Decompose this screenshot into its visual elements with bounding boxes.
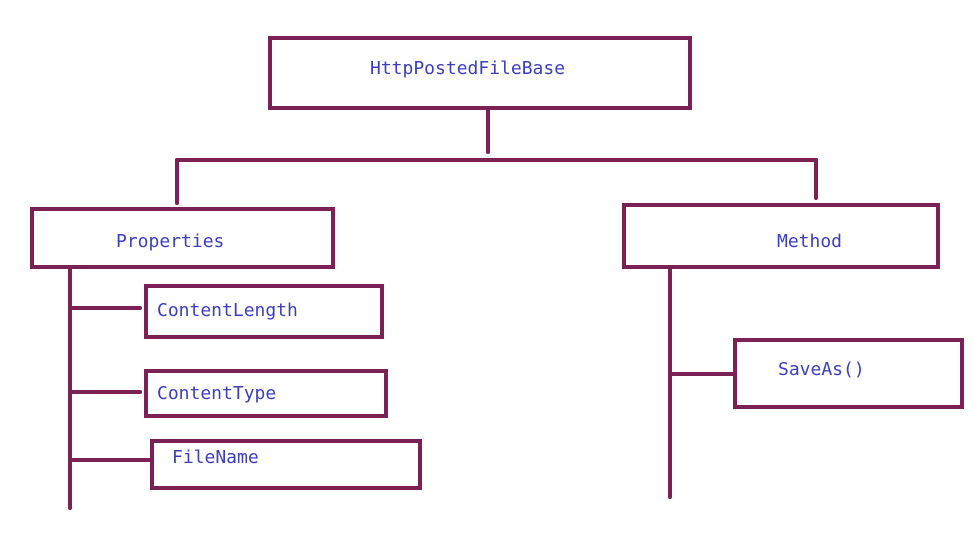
node-content-type: ContentType (144, 369, 388, 418)
node-file-name-label: FileName (172, 447, 259, 468)
node-file-name-box (150, 439, 422, 490)
node-content-type-box (144, 369, 388, 418)
node-root-label: HttpPostedFileBase (370, 58, 565, 79)
node-properties: Properties (30, 207, 335, 269)
node-save-as: SaveAs() (733, 338, 964, 409)
node-properties-label: Properties (116, 231, 224, 252)
node-root-box (268, 36, 692, 110)
node-properties-box (30, 207, 335, 269)
node-content-length: ContentLength (144, 284, 384, 339)
node-file-name: FileName (150, 439, 422, 490)
node-save-as-box (733, 338, 964, 409)
node-save-as-label: SaveAs() (778, 359, 865, 380)
node-root: HttpPostedFileBase (268, 36, 692, 110)
node-content-type-label: ContentType (157, 383, 276, 404)
node-method-box (622, 203, 940, 269)
node-content-length-box (144, 284, 384, 339)
node-content-length-label: ContentLength (157, 300, 298, 321)
node-method-label: Method (777, 231, 842, 252)
node-method: Method (622, 203, 940, 269)
